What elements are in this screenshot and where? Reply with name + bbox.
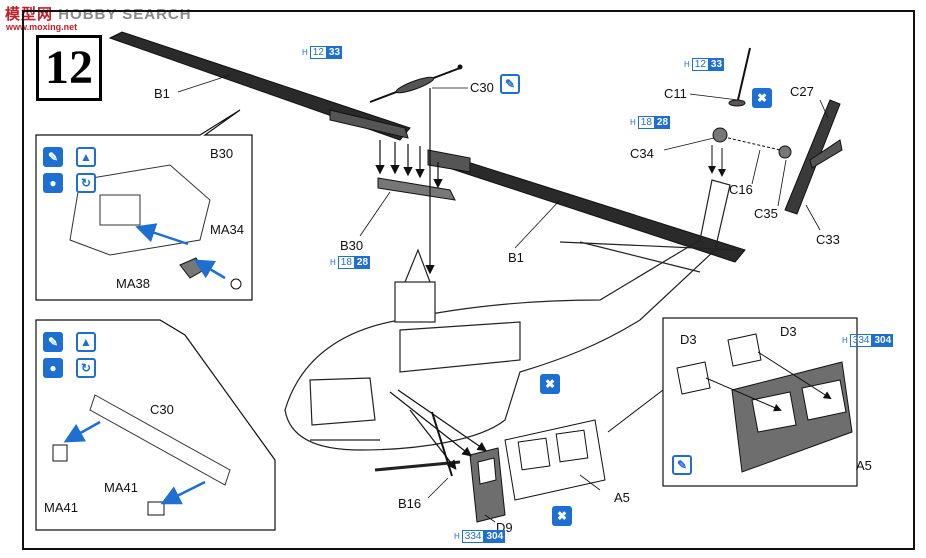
paint-mask-icon-2: ✖ <box>540 374 560 394</box>
label-b16: B16 <box>398 496 422 511</box>
label-c11: C11 <box>664 86 687 101</box>
label-c30-inset: C30 <box>150 402 174 417</box>
paint-mask-icon: ✖ <box>752 88 772 108</box>
leader-lines <box>177 74 829 523</box>
label-c16: C16 <box>729 182 753 197</box>
rotor-blade-upper <box>108 31 411 141</box>
step-number: 12 <box>36 35 102 101</box>
rotor-hub-b30 <box>377 177 456 201</box>
paint-mask-icon-3: ✖ <box>552 506 572 526</box>
install-arrows <box>389 389 487 470</box>
drop-icon-2: ● <box>43 358 63 378</box>
label-c35: C35 <box>754 206 778 221</box>
inset-stabilizer-bar <box>35 319 276 531</box>
stabilizer-bar-c30 <box>369 64 463 103</box>
rotate-icon: ↻ <box>76 173 96 193</box>
label-ma41-b: MA41 <box>104 480 138 495</box>
inset-door-panel <box>607 317 858 487</box>
label-b1-bottom: B1 <box>508 250 524 265</box>
drop-icon: ● <box>43 173 63 193</box>
label-b30-inset: B30 <box>210 146 234 161</box>
label-c34: C34 <box>630 146 654 161</box>
label-ma38: MA38 <box>116 276 150 291</box>
label-b1-top: B1 <box>154 86 170 101</box>
glue-icon-2: ✎ <box>672 455 692 475</box>
label-c30-top: C30 <box>470 80 494 95</box>
rotor-blade-lower <box>427 149 746 263</box>
watermark-site: www.moxing.net <box>6 22 78 32</box>
up-arrow-icon-2: ▲ <box>76 332 96 352</box>
rotate-icon-2: ↻ <box>76 358 96 378</box>
label-c33: C33 <box>816 232 840 247</box>
tail-rotor-assembly <box>708 47 843 215</box>
door-panel-a5-main <box>504 419 606 501</box>
label-d3-b: D3 <box>780 324 797 339</box>
label-d3-a: D3 <box>680 332 697 347</box>
hub-arrows <box>375 88 443 275</box>
helicopter-fuselage <box>284 179 741 472</box>
page-frame <box>22 10 915 550</box>
cement-icon-2: ✎ <box>43 332 63 352</box>
label-b30-main: B30 <box>340 238 364 253</box>
label-a5-main: A5 <box>614 490 630 505</box>
cement-icon: ✎ <box>43 147 63 167</box>
door-d9 <box>469 447 506 523</box>
label-ma41-a: MA41 <box>44 500 78 515</box>
up-arrow-icon: ▲ <box>76 147 96 167</box>
glue-icon: ✎ <box>500 74 520 94</box>
label-c27: C27 <box>790 84 814 99</box>
inset-rotor-head <box>35 109 253 301</box>
label-ma34: MA34 <box>210 222 244 237</box>
label-a5-inset: A5 <box>856 458 872 473</box>
